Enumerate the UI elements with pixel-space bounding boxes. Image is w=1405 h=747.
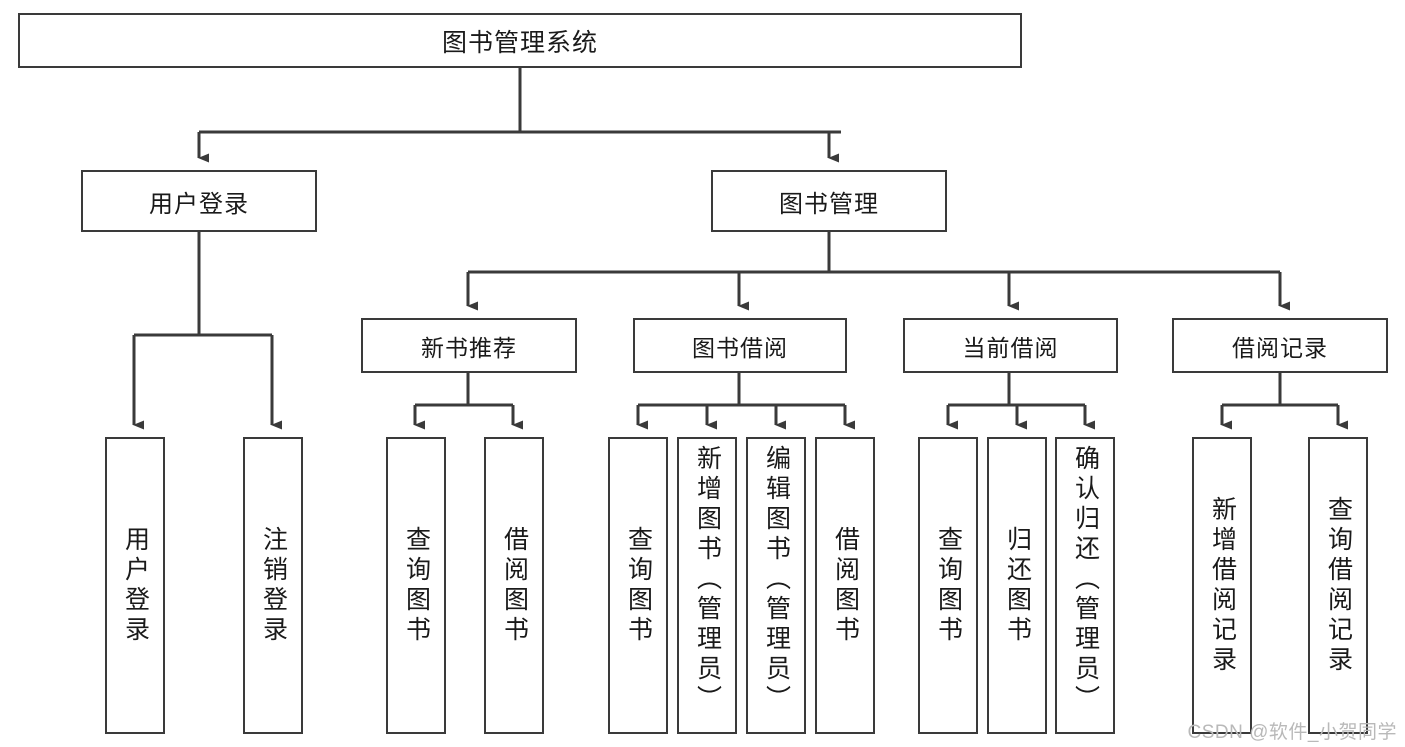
node-root-library-system[interactable]: 图书管理系统 [18, 13, 1022, 68]
node-borrow-record[interactable]: 借阅记录 [1172, 318, 1388, 373]
leaf-book-borrow-add-admin[interactable]: 新增图书（管理员） [677, 437, 737, 734]
leaf-book-borrow-borrow[interactable]: 借阅图书 [815, 437, 875, 734]
node-book-management[interactable]: 图书管理 [711, 170, 947, 232]
leaf-current-borrow-confirm-return-admin[interactable]: 确认归还（管理员） [1055, 437, 1115, 734]
leaf-borrow-record-add[interactable]: 新增借阅记录 [1192, 437, 1252, 734]
node-current-borrow[interactable]: 当前借阅 [903, 318, 1118, 373]
node-new-book-recommend[interactable]: 新书推荐 [361, 318, 577, 373]
leaf-borrow-record-query[interactable]: 查询借阅记录 [1308, 437, 1368, 734]
leaf-current-borrow-query[interactable]: 查询图书 [918, 437, 978, 734]
leaf-user-login-signout[interactable]: 注销登录 [243, 437, 303, 734]
leaf-book-borrow-edit-admin[interactable]: 编辑图书（管理员） [746, 437, 806, 734]
node-user-login[interactable]: 用户登录 [81, 170, 317, 232]
leaf-current-borrow-return[interactable]: 归还图书 [987, 437, 1047, 734]
node-book-borrow[interactable]: 图书借阅 [633, 318, 847, 373]
leaf-book-borrow-query[interactable]: 查询图书 [608, 437, 668, 734]
leaf-new-book-query[interactable]: 查询图书 [386, 437, 446, 734]
leaf-new-book-borrow[interactable]: 借阅图书 [484, 437, 544, 734]
csdn-watermark: CSDN @软件_小贺同学 [1187, 722, 1397, 743]
leaf-user-login-signin[interactable]: 用户登录 [105, 437, 165, 734]
